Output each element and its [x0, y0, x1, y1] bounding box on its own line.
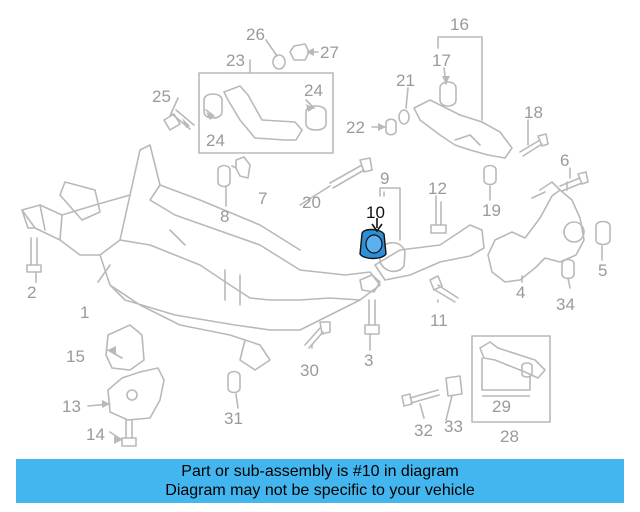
callout-5: 5: [598, 261, 607, 280]
part-9-lower-arm: [374, 224, 485, 281]
callout-33: 33: [444, 417, 463, 436]
part-13-bracket: [107, 367, 165, 421]
part-22-nut: [385, 118, 397, 136]
callout-1: 1: [80, 303, 89, 322]
callout-17: 17: [432, 51, 451, 70]
part-10-bushing-highlighted[interactable]: [359, 218, 387, 260]
callout-24-left: 24: [206, 131, 225, 150]
part-11-bolt: [429, 275, 459, 303]
callout-3: 3: [364, 351, 373, 370]
part-5-bushing: [595, 220, 611, 246]
callout-25: 25: [152, 87, 171, 106]
callout-28: 28: [500, 427, 519, 446]
callout-4: 4: [516, 283, 525, 302]
callout-34: 34: [556, 295, 575, 314]
part-15-mount: [105, 324, 145, 371]
callout-11: 11: [430, 311, 448, 330]
banner-line-disclaimer: Diagram may not be specific to your vehi…: [165, 482, 475, 499]
callout-9: 9: [380, 169, 389, 188]
part-21-washer: [398, 109, 410, 125]
exploded-parts-diagram: 2 1 3 4 5 6 7 8 9 10 11 12 13 14 15 16 1…: [21, 15, 611, 447]
callout-19: 19: [482, 201, 501, 220]
callout-20: 20: [302, 193, 321, 212]
callout-32: 32: [414, 421, 433, 440]
callout-14: 14: [86, 425, 105, 444]
callout-29: 29: [492, 397, 511, 416]
callout-7: 7: [258, 189, 267, 208]
part-19-nut: [483, 164, 497, 186]
callout-21: 21: [396, 71, 415, 90]
part-14-bolt: [121, 419, 137, 447]
part-33-plate: [445, 375, 463, 397]
callout-18: 18: [524, 103, 543, 122]
banner-line-part-info: Part or sub-assembly is #10 in diagram: [181, 463, 459, 480]
callout-10: 10: [366, 203, 385, 222]
callout-13: 13: [62, 397, 81, 416]
part-34-cap: [561, 258, 575, 280]
callout-24-right: 24: [304, 81, 323, 100]
part-32-bolt: [401, 389, 440, 407]
rear-subframe: [21, 144, 381, 371]
part-18-bolt: [519, 133, 549, 157]
callout-30: 30: [300, 361, 319, 380]
part-25-bolt: [163, 109, 195, 131]
part-29-link: [479, 341, 546, 379]
group-23-frame: [198, 72, 334, 154]
callout-12: 12: [428, 179, 447, 198]
callout-26: 26: [246, 25, 265, 44]
group-16-bracket: [437, 36, 483, 121]
part-12-bolt: [430, 201, 447, 234]
group-28-frame: [471, 335, 551, 423]
info-banner: Part or sub-assembly is #10 in diagram D…: [16, 459, 624, 503]
group-9-bracket: [379, 187, 401, 241]
callout-23: 23: [226, 51, 245, 70]
part-6-bolt: [559, 171, 589, 192]
part-26-washer: [272, 54, 286, 70]
callout-27: 27: [320, 43, 339, 62]
callout-8: 8: [220, 207, 229, 226]
callout-15: 15: [66, 347, 85, 366]
callout-16: 16: [450, 15, 469, 34]
callout-22: 22: [346, 118, 365, 137]
part-20-bolt: [329, 157, 373, 189]
part-3-bolt: [364, 299, 380, 335]
part-16-control-arm: [413, 81, 513, 159]
part-4-knuckle: [487, 181, 585, 283]
part-8-bushing: [217, 164, 231, 188]
part-7-bracket: [235, 156, 251, 179]
callout-31: 31: [224, 409, 243, 428]
callout-6: 6: [560, 151, 569, 170]
part-2-bolt: [26, 237, 42, 273]
part-31-nut: [227, 370, 241, 394]
group-29-bracket: [481, 357, 531, 391]
callout-2: 2: [27, 283, 36, 302]
part-27-nut: [289, 43, 310, 61]
